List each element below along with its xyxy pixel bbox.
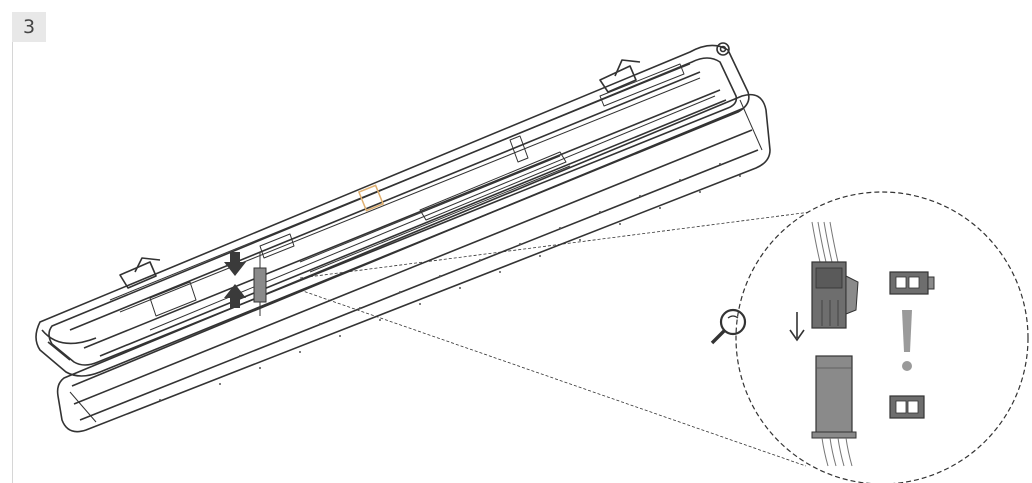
magnified-view-circle	[735, 191, 1029, 483]
connector-detail-small	[253, 252, 267, 316]
luminaire-housing	[35, 42, 750, 377]
highlighted-component	[357, 184, 385, 212]
exclamation-icon	[902, 310, 912, 371]
zoom-lines	[299, 209, 827, 467]
push-down-arrow-icon	[224, 252, 246, 276]
socket-connector	[811, 355, 857, 467]
connector-open-icon	[889, 271, 935, 295]
luminaire-diffuser	[56, 93, 771, 433]
frame-divider	[12, 42, 13, 483]
plug-connector	[811, 221, 859, 329]
arrow-down-icon	[789, 312, 805, 342]
push-up-arrow-icon	[224, 284, 246, 308]
connector-closed-icon	[889, 395, 925, 419]
step-number-badge: 3	[12, 12, 46, 42]
diffuser-texture	[159, 163, 741, 401]
magnifier-icon	[710, 308, 747, 345]
